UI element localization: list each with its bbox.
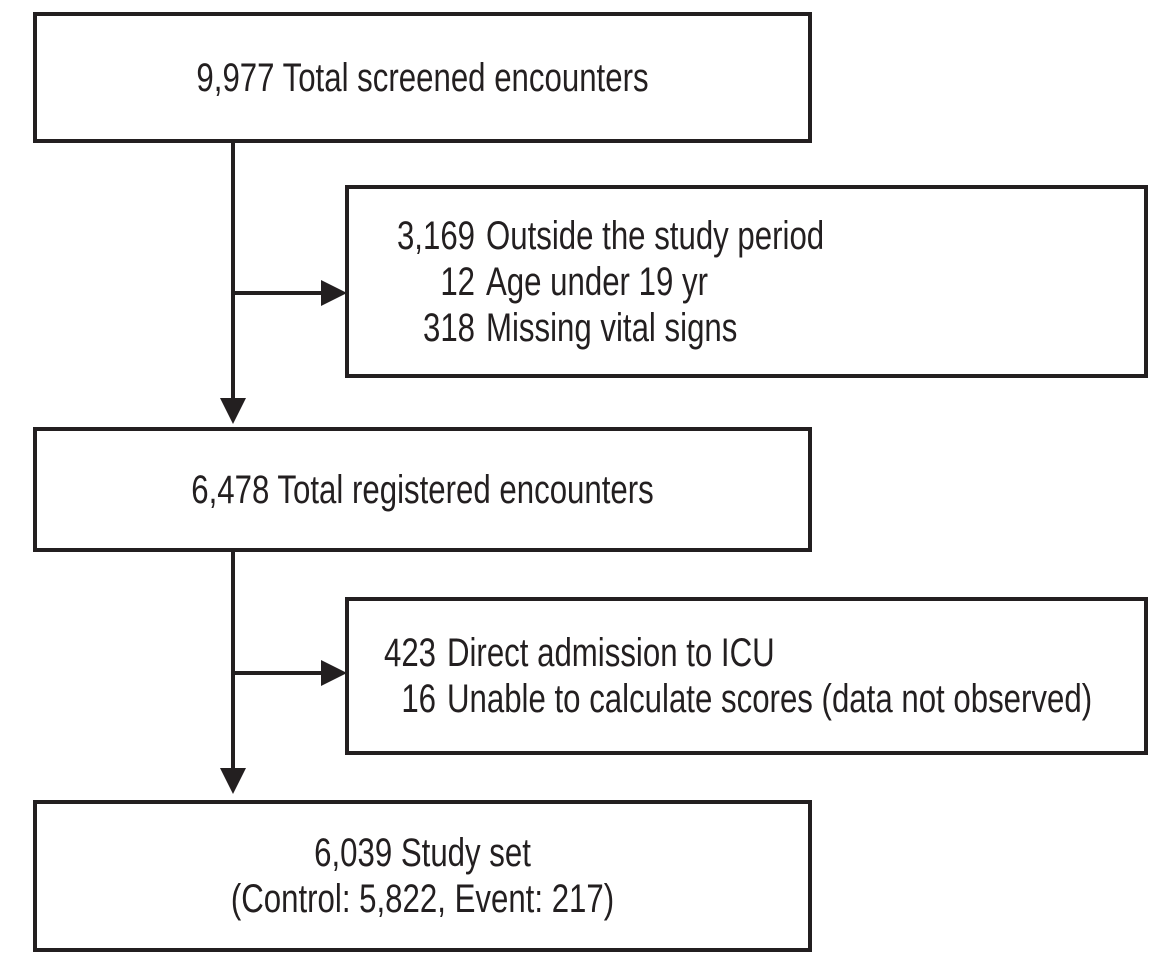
exclusion-row: 16 Unable to calculate scores (data not … [383, 676, 1092, 722]
exclusions-registration-list: 423 Direct admission to ICU 16 Unable to… [383, 630, 1092, 722]
node-study-set-line1: 6,039 Study set [314, 831, 531, 875]
exclusion-row: 3,169 Outside the study period [383, 213, 977, 259]
node-study-set: 6,039 Study set (Control: 5,822, Event: … [33, 800, 812, 952]
exclusion-label: Outside the study period [485, 213, 825, 258]
node-screened-text: 9,977 Total screened encounters [196, 55, 649, 100]
exclusion-row: 423 Direct admission to ICU [383, 630, 977, 676]
exclusion-row: 318 Missing vital signs [383, 305, 977, 351]
exclusion-label: Age under 19 yr [485, 259, 708, 304]
exclusions-screening-list: 3,169 Outside the study period 12 Age un… [383, 213, 977, 351]
connector-screened-to-registered-arrowhead [220, 398, 246, 424]
node-study-set-line2: (Control: 5,822, Event: 217) [230, 877, 615, 921]
exclusion-label: Missing vital signs [485, 305, 738, 350]
exclusion-count: 318 [422, 305, 476, 350]
connector-branch-exclusions-screening-arrowhead [321, 280, 347, 306]
node-exclusions-screening: 3,169 Outside the study period 12 Age un… [345, 185, 1148, 378]
exclusion-row: 12 Age under 19 yr [383, 259, 977, 305]
exclusion-label: Unable to calculate scores (data not obs… [446, 677, 1093, 721]
exclusion-label: Direct admission to ICU [446, 631, 775, 675]
exclusion-count: 12 [440, 259, 476, 304]
exclusion-count: 423 [383, 631, 437, 675]
node-registered-encounters: 6,478 Total registered encounters [33, 427, 812, 552]
exclusion-count: 3,169 [396, 213, 476, 258]
exclusion-count: 16 [401, 677, 437, 721]
node-registered-text: 6,478 Total registered encounters [191, 467, 654, 512]
node-screened-encounters: 9,977 Total screened encounters [33, 12, 812, 143]
node-exclusions-registration: 423 Direct admission to ICU 16 Unable to… [345, 597, 1148, 755]
connector-branch-exclusions-registration-arrowhead [321, 660, 347, 686]
connector-registered-to-study-set-arrowhead [220, 768, 246, 794]
